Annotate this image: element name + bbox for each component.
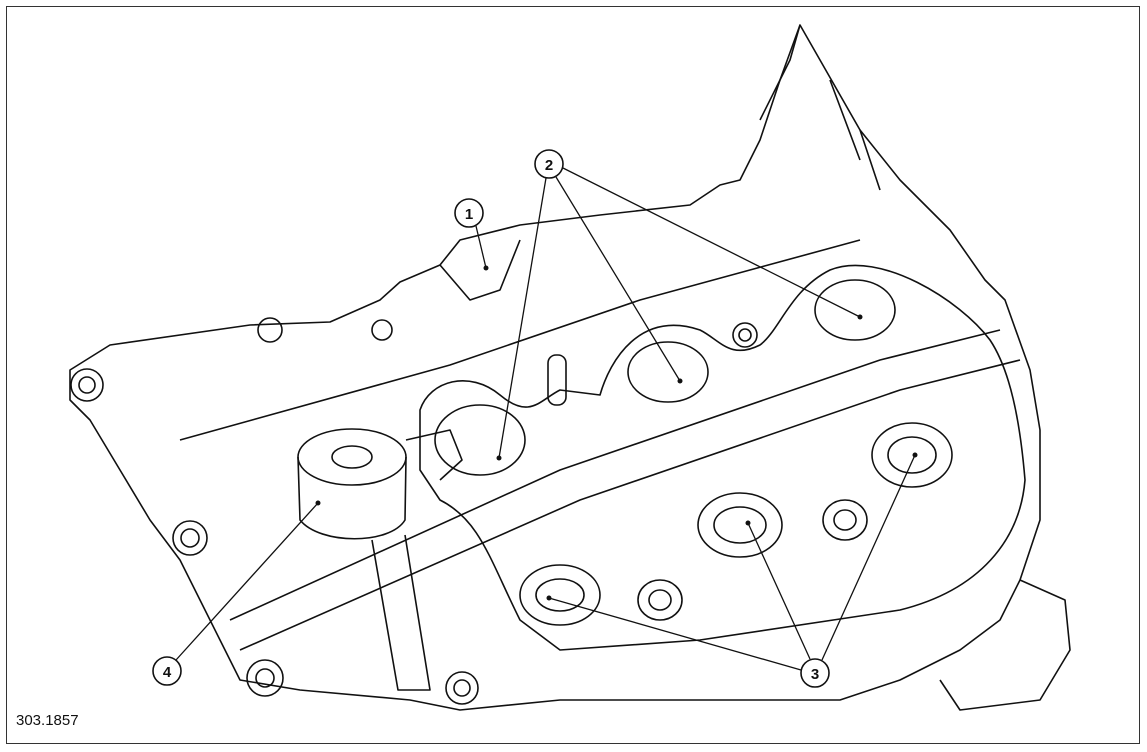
mount-boss xyxy=(70,368,104,402)
callout-2-label: 2 xyxy=(545,157,553,174)
callout-2: 2 xyxy=(534,149,564,179)
gasket xyxy=(419,264,1026,651)
cover-outline xyxy=(69,24,1041,711)
sensor-body xyxy=(297,428,407,486)
figure-reference-number: 303.1857 xyxy=(16,712,79,729)
figure-frame xyxy=(6,6,1140,744)
callout-4: 4 xyxy=(152,656,182,686)
callout-1-label: 1 xyxy=(465,206,473,223)
callout-3: 3 xyxy=(800,658,830,688)
callout-3-label: 3 xyxy=(811,666,819,683)
callout-1: 1 xyxy=(454,198,484,228)
callout-4-label: 4 xyxy=(163,664,172,681)
leader-lines xyxy=(175,167,916,671)
